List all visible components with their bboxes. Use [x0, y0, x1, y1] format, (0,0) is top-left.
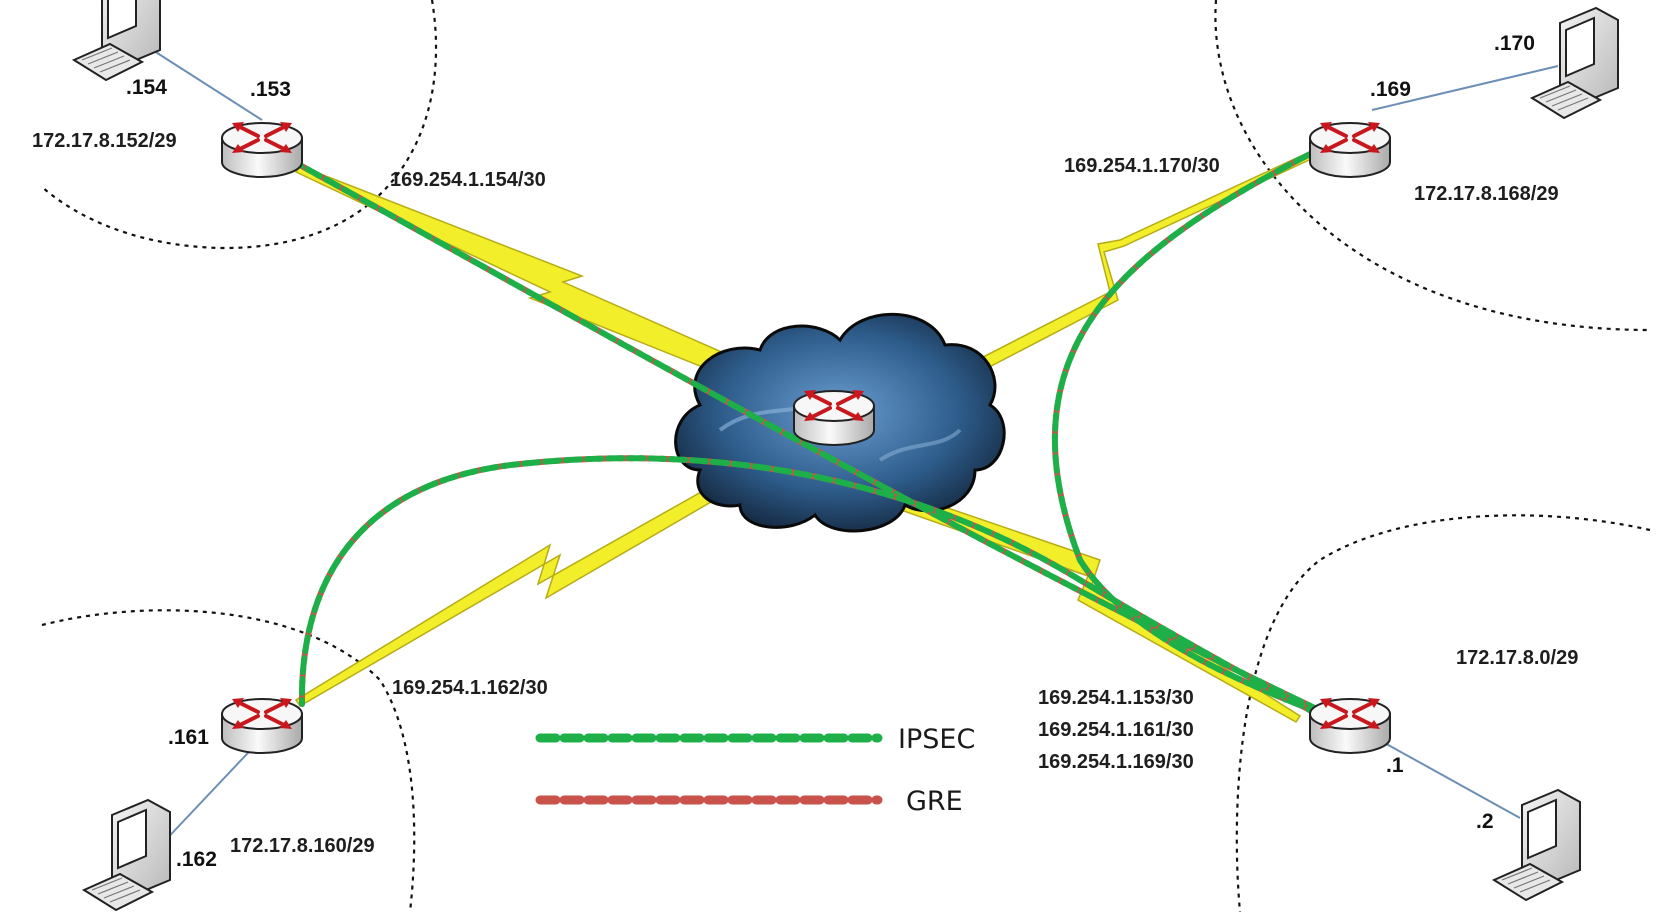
lan-links [139, 41, 1559, 847]
host-ip-top-right: .170 [1494, 32, 1535, 55]
wan-top-left: 169.254.1.154/30 [390, 169, 546, 191]
computer-icon-top-left [73, 0, 161, 81]
wan-bottom-left: 169.254.1.162/30 [392, 677, 548, 699]
subnet-top-right: 172.17.8.168/29 [1414, 183, 1559, 205]
router-icon-top-right [1308, 120, 1392, 179]
serial-link-bottom-right [848, 477, 1302, 723]
router-icon-bottom-left [220, 696, 304, 755]
computer-icon-bottom-right [1493, 789, 1581, 901]
router-icon-top-left [220, 120, 304, 179]
computer-icon-top-right [1531, 7, 1619, 119]
wan-bottom-right-2: 169.254.1.161/30 [1038, 719, 1194, 741]
tunnels [295, 147, 1343, 727]
ipsec-tunnel-bottom-left [298, 455, 1339, 727]
subnet-bottom-right: 172.17.8.0/29 [1456, 647, 1578, 669]
computer-icon-bottom-left [83, 799, 171, 911]
wan-bottom-right-1: 169.254.1.153/30 [1038, 687, 1194, 709]
host-ip-bottom-right: .2 [1476, 810, 1494, 833]
wan-bottom-right-3: 169.254.1.169/30 [1038, 751, 1194, 773]
gre-tunnel-top-right [1052, 147, 1341, 723]
ipsec-tunnel-top-right [1052, 147, 1341, 723]
legend: IPSEC GRE [535, 724, 975, 817]
router-ip-bottom-right: .1 [1386, 754, 1404, 777]
host-ip-top-left: .154 [126, 76, 167, 99]
wan-top-right: 169.254.1.170/30 [1064, 155, 1220, 177]
router-icon-bottom-right [1308, 696, 1392, 755]
router-ip-top-left: .153 [250, 78, 291, 101]
router-ip-top-right: .169 [1370, 78, 1411, 101]
host-ip-bottom-left: .162 [176, 848, 217, 871]
subnet-top-left: 172.17.8.152/29 [32, 130, 177, 152]
router-icon-core [792, 388, 876, 447]
site-zones [41, 0, 1651, 912]
legend-gre-label: GRE [906, 786, 963, 817]
router-ip-bottom-left: .161 [168, 726, 209, 749]
subnet-bottom-left: 172.17.8.160/29 [230, 835, 375, 857]
legend-ipsec-label: IPSEC [898, 724, 975, 755]
